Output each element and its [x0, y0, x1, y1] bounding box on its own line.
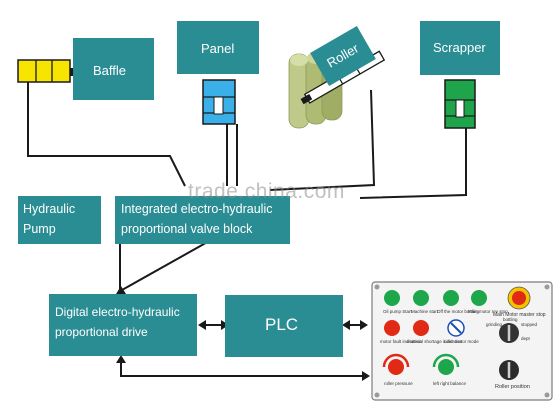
- oil-pump-start-label: Oil pump Start: [383, 309, 412, 314]
- pump-text-line1: Hydraulic: [23, 202, 76, 216]
- valve-text-line1: Integrated electro-hydraulic: [121, 202, 273, 216]
- material-shortage-indicator: [413, 320, 429, 336]
- scrapper-text: Scrapper: [433, 40, 486, 55]
- plc-block: PLC: [225, 295, 343, 357]
- roller-text: Roller: [324, 40, 362, 71]
- connection-lines: [27, 82, 467, 377]
- selector-label-4: dept: [521, 336, 530, 341]
- valve-block: Integrated electro-hydraulic proportiona…: [115, 196, 290, 244]
- motor-bottling-label: Off the motor bottling: [437, 309, 479, 314]
- motor-fault-indicator: [384, 320, 400, 336]
- selector-label-1: grinding: [486, 322, 503, 327]
- selector-label-2: bottling: [503, 317, 518, 322]
- selector-label-3: stopped: [521, 322, 538, 327]
- limit-motor-mode-label: Limit motor mode: [444, 339, 479, 344]
- material-shortage-label: material shortage indication: [407, 339, 463, 344]
- machine-start-label: Machine start: [411, 309, 439, 314]
- balance-knob[interactable]: [438, 359, 454, 375]
- roller-position-label: Roller position: [495, 384, 530, 390]
- hydraulic-pump-block: Hydraulic Pump: [18, 196, 101, 244]
- drive-block: Digital electro-hydraulic proportional d…: [49, 294, 197, 356]
- watermark: trade.china.com: [188, 180, 345, 203]
- valve-text-line2: proportional valve block: [121, 222, 253, 236]
- scrapper-label: Scrapper: [420, 21, 500, 75]
- roller-pressure-label: roller pressure: [384, 381, 413, 386]
- motor-rev-stop-label: Main motor rev stop: [468, 309, 508, 314]
- panel-text: Panel: [201, 41, 235, 56]
- panel-label: Panel: [177, 21, 259, 74]
- plc-text: PLC: [265, 315, 299, 334]
- machine-start-button[interactable]: [413, 290, 429, 306]
- panel-cylinder-icon: [202, 79, 236, 125]
- balance-label: left right balance: [433, 381, 467, 386]
- control-panel: [371, 281, 553, 401]
- baffle-text: Baffle: [93, 63, 127, 78]
- estop-label: Main Motor master stop: [493, 312, 546, 318]
- roller-pressure-knob[interactable]: [388, 359, 404, 375]
- motor-bottling-button[interactable]: [443, 290, 459, 306]
- drive-text-line1: Digital electro-hydraulic: [55, 305, 180, 319]
- motor-rev-stop-button[interactable]: [471, 290, 487, 306]
- scrapper-cylinder-icon: [444, 79, 476, 129]
- pump-text-line2: Pump: [23, 222, 56, 236]
- baffle-label: Baffle: [73, 38, 154, 100]
- oil-pump-start-button[interactable]: [384, 290, 400, 306]
- drive-text-line2: proportional drive: [55, 325, 148, 339]
- baffle-cylinder-icon: [17, 59, 73, 83]
- motor-fault-label: motor fault indication: [380, 339, 422, 344]
